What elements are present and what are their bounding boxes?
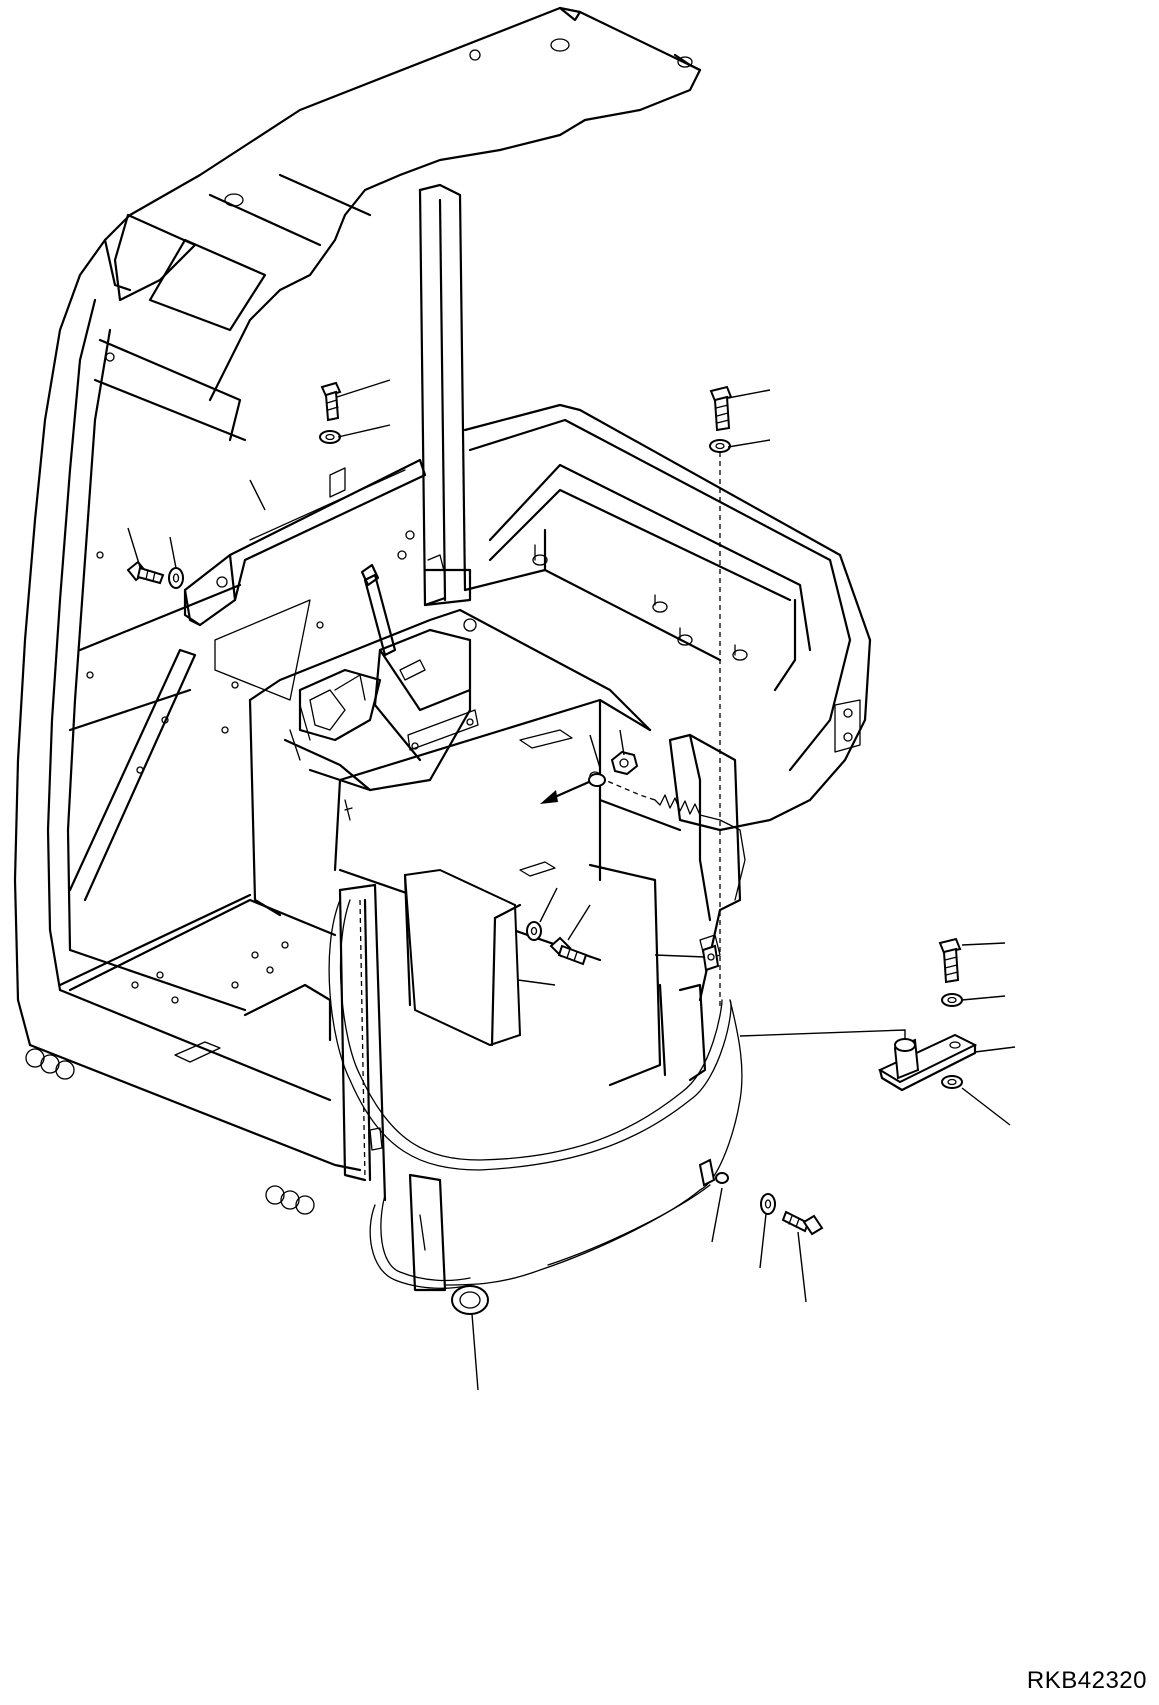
washer-lower-right [760, 1193, 776, 1215]
clamp-lower-right [698, 1158, 729, 1187]
bolt-lower-right [781, 1210, 824, 1236]
washer-left [168, 567, 184, 589]
right-bracket-harness [328, 899, 743, 1289]
upper-bracket [136, 458, 427, 774]
bolt-upper-center [320, 381, 342, 422]
bolt-right [938, 937, 962, 984]
leader-lines [127, 379, 1016, 1391]
washer-upper-center [319, 430, 341, 444]
control-lever-box [283, 563, 479, 792]
front-cover-plate [403, 868, 522, 1047]
mount-bracket-right [739, 1029, 978, 1092]
bolt-upper-right [709, 385, 733, 432]
cab-floor-plate [58, 893, 337, 1063]
rear-console [463, 403, 872, 1002]
harness-grommet [451, 1285, 489, 1315]
washer-right-upper [941, 993, 963, 1007]
bolt-left [126, 560, 165, 585]
center-post [418, 183, 477, 632]
washer-upper-right [709, 439, 731, 1010]
cab-left-frame [13, 273, 362, 1215]
washer-cover [526, 921, 542, 941]
harness-clip-right [701, 944, 720, 972]
washer-right-lower [941, 1075, 963, 1089]
cab-roof-panel [78, 6, 702, 402]
front-right-pillar [338, 883, 447, 1292]
drawing-code: RKB42320 [1026, 1667, 1147, 1694]
nut-and-washer [588, 750, 639, 787]
bolt-cover [549, 936, 588, 966]
cable-spring [654, 794, 746, 901]
